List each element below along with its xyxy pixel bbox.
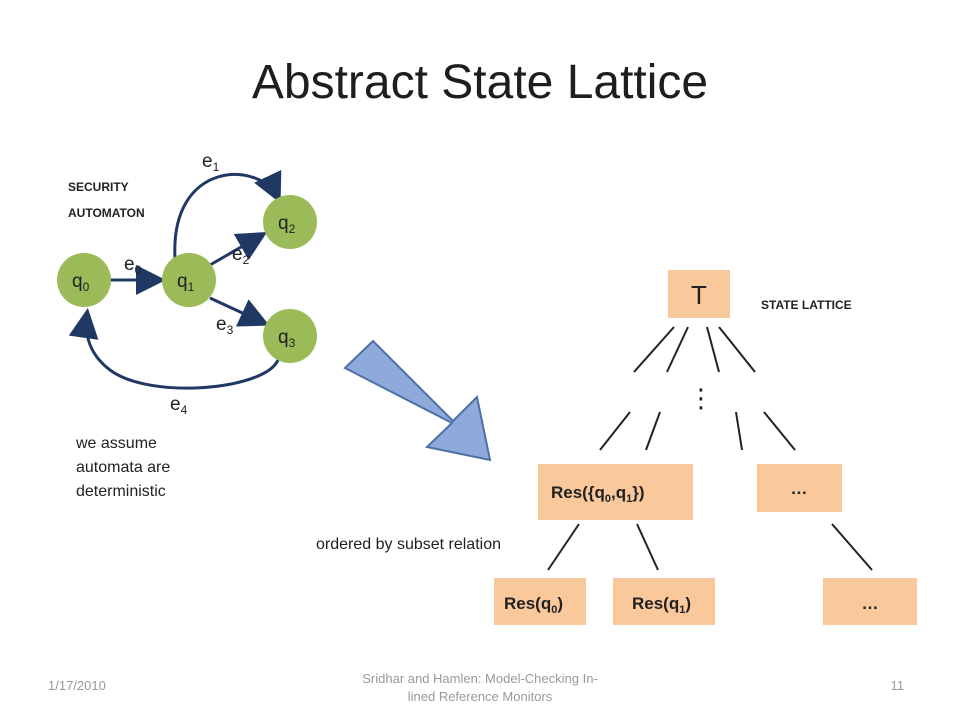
- footer-center-line1: Sridhar and Hamlen: Model-Checking In-: [362, 671, 598, 686]
- lattice-leaf-right: …: [823, 578, 917, 625]
- node-q3: q3: [263, 309, 317, 363]
- footer-center-line2: lined Reference Monitors: [407, 689, 553, 704]
- lattice-heading: STATE LATTICE: [761, 298, 852, 312]
- lattice-leaf-left: Res(q0): [494, 578, 586, 625]
- note-line-1: we assume: [75, 435, 157, 452]
- svg-text:Res(q0): Res(q0): [504, 594, 563, 616]
- edge-e2: [209, 232, 268, 267]
- note-line-2: automata are: [76, 459, 170, 476]
- slide-title: Abstract State Lattice: [251, 56, 709, 109]
- ordering-note: ordered by subset relation: [316, 536, 501, 553]
- transition-arrow: [343, 339, 492, 462]
- edge-label-e0: e0: [124, 254, 142, 277]
- automaton-heading-line1: SECURITY: [68, 180, 129, 194]
- lattice-ellipsis: ⋮: [688, 384, 714, 414]
- edge-e3: [209, 296, 270, 327]
- lattice-top-box: T: [668, 270, 730, 318]
- footer-page-number: 11: [890, 678, 905, 693]
- edge-label-e4: e4: [170, 394, 188, 417]
- note-line-3: deterministic: [76, 483, 166, 500]
- lattice-mid-box: Res({q0,q1}): [538, 464, 693, 520]
- footer-date: 1/17/2010: [48, 678, 106, 693]
- lattice-lines: [547, 326, 873, 571]
- automaton-heading-line2: AUTOMATON: [68, 206, 145, 220]
- lattice-top-label: T: [691, 280, 707, 310]
- lattice-leaf-mid: Res(q1): [613, 578, 715, 625]
- svg-text:Res({q0,q1}): Res({q0,q1}): [551, 483, 645, 505]
- node-q0: q0: [57, 253, 111, 307]
- edge-label-e1: e1: [202, 151, 220, 174]
- edge-label-e3: e3: [216, 314, 234, 337]
- edge-e4: [68, 308, 280, 390]
- svg-text:Res(q1): Res(q1): [632, 594, 691, 616]
- edge-e1: [173, 169, 282, 259]
- footer-center: Sridhar and Hamlen: Model-Checking In- l…: [330, 670, 630, 706]
- node-q2: q2: [263, 195, 317, 249]
- edge-label-e2: e2: [232, 244, 250, 267]
- svg-text:…: …: [791, 479, 808, 498]
- svg-text:…: …: [862, 594, 879, 613]
- node-q1: q1: [162, 253, 216, 307]
- lattice-mid-right-box: …: [757, 464, 842, 512]
